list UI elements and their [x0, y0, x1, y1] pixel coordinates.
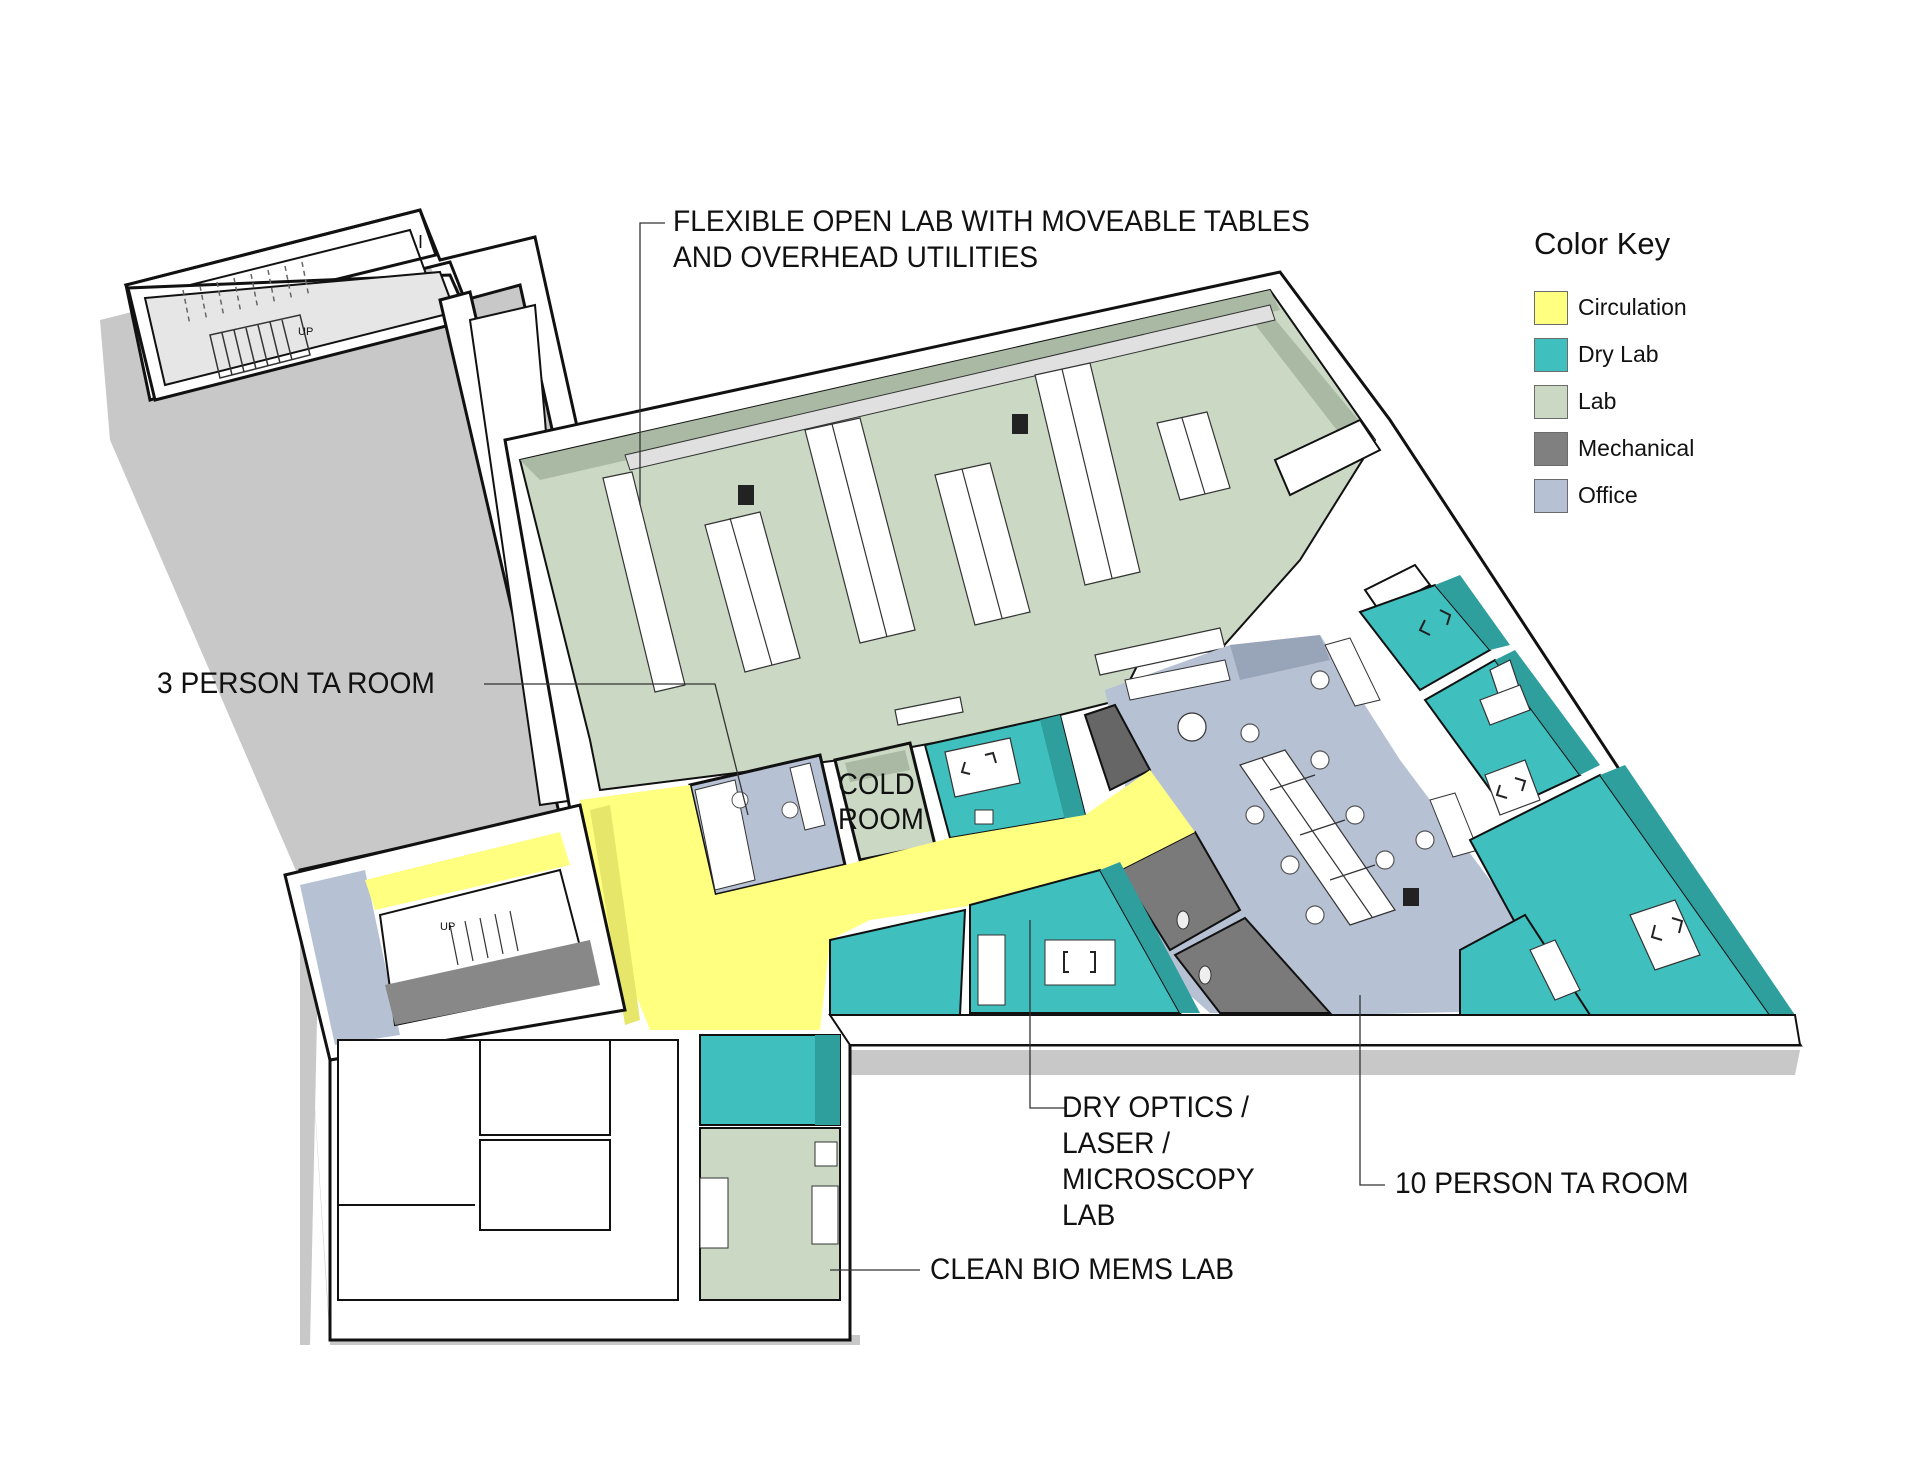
utility-drop-icon [738, 485, 754, 505]
round-table [1177, 712, 1207, 742]
callout-3-person-ta-room: 3 PERSON TA ROOM [157, 667, 435, 700]
lab-swatch [1534, 384, 1568, 419]
lower-left-rooms [337, 1039, 679, 1301]
south-wall [828, 1014, 1802, 1046]
ne-alcove [1273, 418, 1432, 614]
dry-lab-swatch [1534, 337, 1568, 372]
color-key-legend: Color Key Circulation Dry Lab Lab Mechan… [1534, 226, 1694, 519]
callout-clean-bio-mems-lab: CLEAN BIO MEMS LAB [930, 1253, 1235, 1286]
legend-item-dry-lab: Dry Lab [1534, 331, 1694, 378]
upper-stair-wing: UP I [123, 208, 582, 449]
legend-label: Lab [1578, 388, 1617, 414]
legend-label: Circulation [1578, 294, 1687, 320]
cold-room [833, 741, 937, 862]
legend-item-lab: Lab [1534, 378, 1694, 425]
legend-label: Office [1578, 482, 1638, 508]
lower-stair-up-label: UP [440, 921, 455, 933]
three-person-ta-room [688, 753, 847, 897]
callout-10-person-ta-room: 10 PERSON TA ROOM [1395, 1167, 1689, 1200]
callout-dry-optics-line3: MICROSCOPY [1062, 1163, 1255, 1196]
legend-title: Color Key [1534, 226, 1671, 261]
utility-drop-icon [1403, 888, 1419, 906]
mechanical-swatch [1534, 431, 1568, 466]
callout-dry-optics-line4: LAB [1062, 1199, 1116, 1232]
lab-tables [602, 362, 1231, 693]
ta-chairs [1240, 670, 1435, 925]
office-swatch [1534, 478, 1568, 513]
mechanical-rooms [1083, 703, 1333, 1014]
stair-treads-dashed [182, 261, 310, 326]
dry-lab-north-room [923, 713, 1087, 840]
lower-stair-block: UP [283, 803, 627, 1062]
callout-dry-optics-line2: LASER / [1062, 1127, 1171, 1160]
dry-lab-east-rooms [1358, 575, 1795, 1016]
stair-treads [209, 314, 311, 379]
utility-drop-icon [1012, 414, 1028, 434]
upper-stair-up-label: UP [298, 326, 313, 338]
circulation-swatch [1534, 290, 1568, 325]
callout-leader-lines [484, 222, 1385, 1271]
legend-item-mechanical: Mechanical [1534, 425, 1694, 472]
legend-label: Dry Lab [1578, 341, 1659, 367]
cold-room-label-line1: COLD [838, 768, 915, 801]
ta-desk-cluster [1239, 749, 1396, 926]
column-marker-icon: I [418, 232, 423, 252]
legend-item-circulation: Circulation [1534, 284, 1694, 331]
callout-open-lab-line1: FLEXIBLE OPEN LAB WITH MOVEABLE TABLES [673, 205, 1310, 238]
open-lab-zone [518, 288, 1377, 792]
legend-item-office: Office [1534, 472, 1694, 519]
callout-open-lab-line2: AND OVERHEAD UTILITIES [673, 241, 1039, 274]
cold-room-label-line2: ROOM [838, 803, 924, 836]
legend-label: Mechanical [1578, 435, 1695, 461]
bench-markers [1418, 609, 1684, 941]
dry-optics-lab [829, 862, 1200, 1016]
callout-dry-optics-line1: DRY OPTICS / [1062, 1091, 1250, 1124]
clean-bio-mems-lab [699, 1034, 841, 1301]
